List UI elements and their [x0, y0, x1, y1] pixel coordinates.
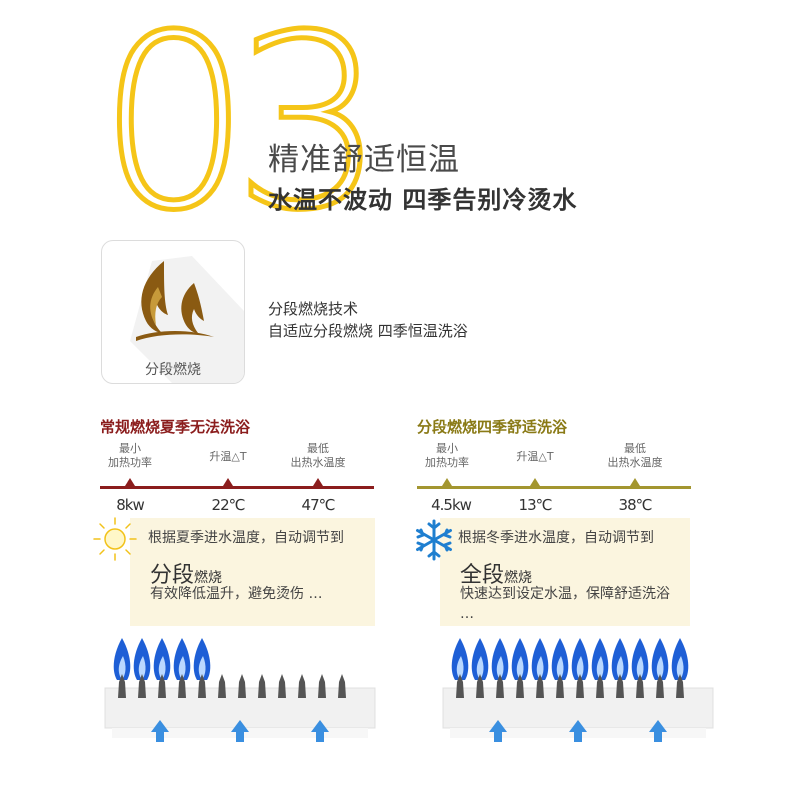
- sun-icon: [93, 517, 137, 561]
- info-box-summer: 根据夏季进水温度，自动调节到 分段燃烧 有效降低温升，避免烫伤 …: [130, 518, 375, 626]
- flame-core: [158, 656, 166, 680]
- nozzle: [178, 674, 186, 698]
- info-detail: 快速达到设定水温，保障舒适洗浴 …: [460, 586, 670, 622]
- nozzle: [516, 674, 524, 698]
- flame-core: [138, 656, 146, 680]
- stat-value-temp-rise: 13℃: [518, 496, 553, 514]
- arrow-up-icon: [489, 720, 507, 742]
- info-text: 根据冬季进水温度，自动调节到: [458, 530, 654, 546]
- stat-label-min-outlet-temp: 最低 出热水温度: [607, 442, 663, 469]
- info-heading: 分段燃烧: [150, 557, 222, 589]
- comparison-panel-segmented: 分段燃烧四季舒适洗浴 最小 加热功率 升温△T 最低 出热水温度 4.5kw 1…: [417, 410, 707, 520]
- nozzle: [616, 674, 624, 698]
- nozzle: [596, 674, 604, 698]
- info-heading-big: 分段: [150, 563, 195, 588]
- stat-label-temp-rise: 升温△T: [516, 450, 554, 463]
- stat-label-min-power: 最小 加热功率: [425, 442, 469, 469]
- stat-value-min-power: 4.5kw: [431, 496, 472, 514]
- nozzle: [318, 674, 326, 698]
- marker: [223, 478, 233, 486]
- marker: [125, 478, 135, 486]
- panel-divider: [417, 486, 691, 489]
- feature-card: 分段燃烧: [101, 240, 245, 384]
- arrow-up-icon: [569, 720, 587, 742]
- stat-label-min-outlet-temp: 最低 出热水温度: [290, 442, 346, 469]
- marker: [442, 478, 452, 486]
- flame-core: [676, 656, 684, 680]
- panel-title: 分段燃烧四季舒适洗浴: [417, 418, 568, 436]
- stat-value-min-outlet-temp: 47℃: [301, 496, 336, 514]
- arrow-up-icon: [311, 720, 329, 742]
- feature-desc-line1: 分段燃烧技术: [268, 300, 359, 318]
- flame-core: [118, 656, 126, 680]
- panel-divider: [100, 486, 374, 489]
- nozzle: [138, 674, 146, 698]
- nozzle: [556, 674, 564, 698]
- info-text: 根据夏季进水温度，自动调节到: [148, 530, 344, 546]
- nozzle: [456, 674, 464, 698]
- flame-core: [556, 656, 564, 680]
- flame-core: [616, 656, 624, 680]
- info-heading-small: 燃烧: [504, 570, 533, 586]
- marker: [313, 478, 323, 486]
- panel-title: 常规燃烧夏季无法洗浴: [100, 418, 251, 436]
- flame-core: [516, 656, 524, 680]
- stat-value-min-outlet-temp: 38℃: [618, 496, 653, 514]
- feature-desc-line2: 自适应分段燃烧 四季恒温洗浴: [268, 322, 468, 340]
- section-subtitle: 水温不波动 四季告别冷烫水: [268, 186, 578, 214]
- info-heading: 全段燃烧: [460, 557, 532, 589]
- flame-core: [456, 656, 464, 680]
- section-number-text: 03: [98, 12, 367, 232]
- marker: [630, 478, 640, 486]
- stat-value-temp-rise: 22℃: [211, 496, 246, 514]
- arrow-up-icon: [231, 720, 249, 742]
- flame-core: [496, 656, 504, 680]
- stat-label-temp-rise: 升温△T: [209, 450, 247, 463]
- feature-description: 分段燃烧技术 自适应分段燃烧 四季恒温洗浴: [268, 298, 468, 342]
- feature-label: 分段燃烧: [145, 362, 201, 378]
- flame-core: [178, 656, 186, 680]
- section-title: 精准舒适恒温: [268, 142, 460, 178]
- nozzle: [278, 674, 286, 698]
- comparison-panel-conventional: 常规燃烧夏季无法洗浴 最小 加热功率 升温△T 最低 出热水温度 8kw 22℃…: [100, 410, 390, 520]
- info-detail: 有效降低温升，避免烫伤 …: [150, 586, 323, 602]
- arrow-up-icon: [151, 720, 169, 742]
- nozzle: [258, 674, 266, 698]
- burner-illustration-full: [442, 638, 714, 742]
- burner-illustration-segmented: [104, 638, 376, 742]
- marker: [530, 478, 540, 486]
- flame-core: [636, 656, 644, 680]
- info-box-winter: 根据冬季进水温度，自动调节到 全段燃烧 快速达到设定水温，保障舒适洗浴 …: [440, 518, 690, 626]
- nozzle: [496, 674, 504, 698]
- nozzle: [118, 674, 126, 698]
- nozzle: [536, 674, 544, 698]
- flame-core: [476, 656, 484, 680]
- nozzle: [476, 674, 484, 698]
- info-heading-big: 全段: [460, 563, 505, 588]
- flame-core: [656, 656, 664, 680]
- flame-core: [536, 656, 544, 680]
- flame-core: [576, 656, 584, 680]
- nozzle: [158, 674, 166, 698]
- flame-core: [596, 656, 604, 680]
- section-number: 03: [98, 12, 388, 232]
- nozzle: [198, 674, 206, 698]
- nozzle: [636, 674, 644, 698]
- snowflake-icon: [416, 519, 452, 561]
- nozzle: [338, 674, 346, 698]
- nozzle: [656, 674, 664, 698]
- nozzle: [238, 674, 246, 698]
- nozzle: [576, 674, 584, 698]
- nozzle: [218, 674, 226, 698]
- nozzle: [676, 674, 684, 698]
- info-heading-small: 燃烧: [194, 570, 223, 586]
- stat-value-min-power: 8kw: [116, 496, 145, 514]
- flame-icon: [130, 256, 244, 383]
- flame-core: [198, 656, 206, 680]
- arrow-up-icon: [649, 720, 667, 742]
- stat-label-min-power: 最小 加热功率: [108, 442, 152, 469]
- nozzle: [298, 674, 306, 698]
